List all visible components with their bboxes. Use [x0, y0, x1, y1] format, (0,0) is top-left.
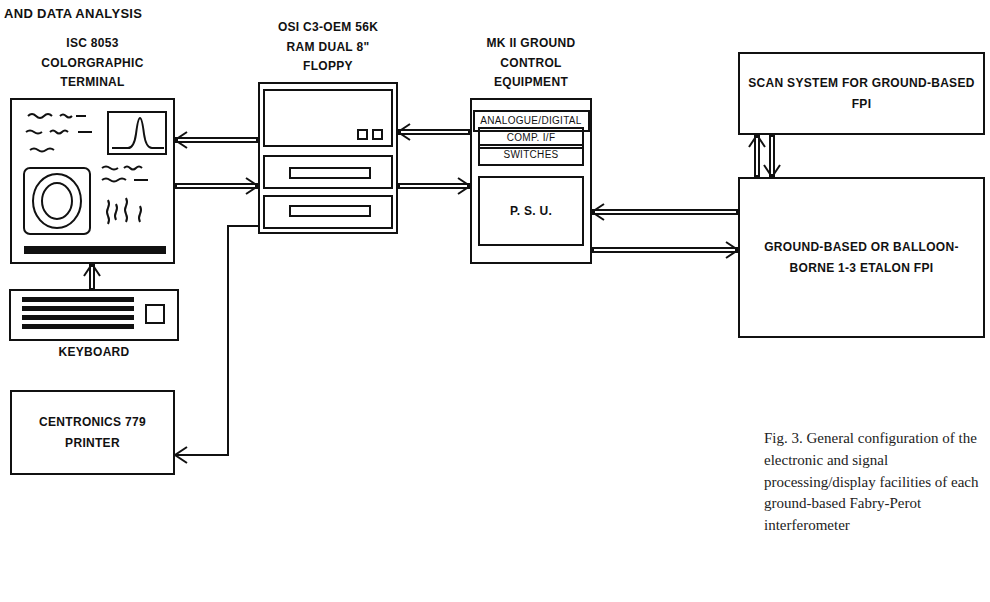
unit-label: P. S. U. [510, 201, 552, 221]
signal-arrow [592, 204, 738, 220]
signal-arrow [175, 178, 258, 194]
signal-arrow [175, 132, 258, 148]
signal-arrow [398, 124, 470, 140]
unit-heading: MK II GROUND CONTROL EQUIPMENT [466, 34, 596, 92]
printer-box: CENTRONICS 779 PRINTER [10, 390, 175, 475]
unit-label: SCAN SYSTEM FOR GROUND-BASED FPI [748, 73, 975, 114]
keyboard-unit: KEYBOARD [10, 290, 178, 362]
terminal-bar [24, 246, 166, 254]
figure-caption: Fig. 3. General configuration of the ele… [764, 428, 982, 537]
control-unit-box: MK II GROUND CONTROL EQUIPMENTANALOGUE/D… [470, 98, 592, 264]
signal-arrow [764, 135, 780, 177]
terminal-box: ISC 8053 COLORGRAPHIC TERMINAL [10, 98, 175, 264]
terminal-screen-art [24, 112, 166, 234]
unit-heading: OSI C3-OEM 56K RAM DUAL 8" FLOPPY [268, 18, 388, 76]
computer-box: OSI C3-OEM 56K RAM DUAL 8" FLOPPY [258, 82, 398, 234]
unit-label: GROUND-BASED OR BALLOON-BORNE 1-3 ETALON… [748, 237, 975, 278]
signal-arrow [175, 226, 258, 463]
unit-label: ANALOGUE/DIGITAL [480, 115, 581, 127]
signal-arrow [398, 178, 470, 194]
unit-heading: ISC 8053 COLORGRAPHIC TERMINAL [18, 34, 168, 92]
unit-label: COMP. I/F [507, 132, 556, 144]
section-heading: AND DATA ANALYSIS [4, 6, 142, 21]
unit-label: SWITCHES [503, 149, 558, 161]
signal-arrow [84, 264, 100, 290]
signal-arrow [749, 135, 765, 177]
computer-panels [264, 90, 392, 228]
module-band: SWITCHES [478, 144, 584, 166]
unit-label: CENTRONICS 779 PRINTER [20, 412, 165, 453]
unit-label: KEYBOARD [10, 342, 178, 362]
scan-system-box: SCAN SYSTEM FOR GROUND-BASED FPI [738, 52, 985, 135]
keyboard-symbol [10, 290, 178, 340]
interferometer-box: GROUND-BASED OR BALLOON-BORNE 1-3 ETALON… [738, 177, 985, 338]
signal-arrow [592, 242, 738, 258]
power-supply-box: P. S. U. [478, 176, 584, 246]
